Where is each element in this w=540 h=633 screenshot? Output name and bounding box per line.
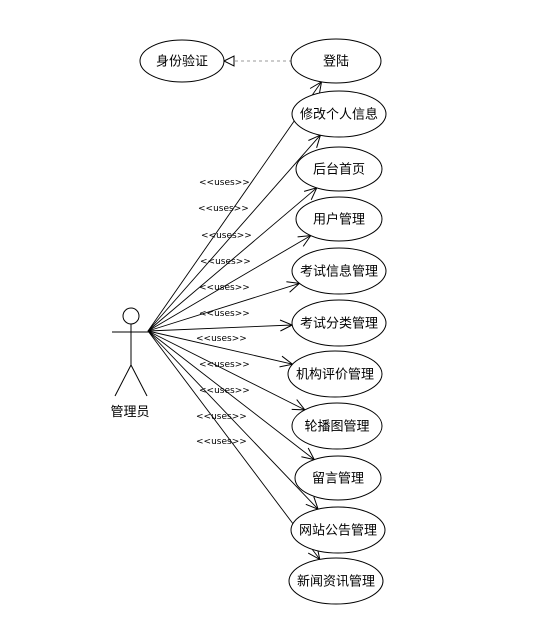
use-case-news: 新闻资讯管理 <box>288 557 384 605</box>
uses-label: <<uses>> <box>196 334 247 344</box>
dependency-arrow-head <box>222 55 235 67</box>
use-case-profile: 修改个人信息 <box>291 90 387 138</box>
use-case-identity-verification: 身份验证 <box>139 39 225 83</box>
association-line <box>147 282 300 332</box>
use-case-label: 用户管理 <box>313 212 365 228</box>
uses-label: <<uses>> <box>199 360 250 370</box>
use-case-label: 留言管理 <box>312 472 364 487</box>
use-case-exam-info: 考试信息管理 <box>291 247 387 295</box>
actor-head <box>122 307 140 325</box>
actor-left-leg <box>114 364 132 397</box>
uses-label: <<uses>> <box>198 204 249 214</box>
use-case-announcements: 网站公告管理 <box>290 506 386 554</box>
use-case-ellipse <box>291 299 387 347</box>
association-line <box>147 330 293 365</box>
use-case-label: 身份验证 <box>156 54 208 70</box>
use-case-carousel: 轮播图管理 <box>291 402 383 450</box>
association-line <box>147 134 321 332</box>
uses-label: <<uses>> <box>199 386 250 396</box>
use-case-ellipse <box>291 247 387 295</box>
use-case-ellipse <box>288 557 384 605</box>
actor-name: 管理员 <box>110 405 149 420</box>
uses-label: <<uses>> <box>199 309 250 319</box>
use-case-ellipse <box>291 402 383 450</box>
use-case-label: 新闻资讯管理 <box>297 574 375 590</box>
use-case-label: 机构评价管理 <box>296 368 374 383</box>
use-case-ellipse <box>294 455 382 501</box>
uses-label: <<uses>> <box>199 283 250 293</box>
use-case-exam-category: 考试分类管理 <box>291 299 387 347</box>
use-case-label: 登陆 <box>323 54 349 70</box>
actor-right-leg <box>130 364 148 397</box>
association-line <box>147 330 319 510</box>
association-line <box>147 330 315 460</box>
use-case-ellipse <box>139 39 225 83</box>
uses-label: <<uses>> <box>199 178 250 188</box>
use-case-org-review: 机构评价管理 <box>287 350 383 398</box>
use-case-label: 网站公告管理 <box>299 524 377 539</box>
association-line <box>147 330 321 560</box>
use-case-users: 用户管理 <box>295 196 383 242</box>
use-case-messages: 留言管理 <box>294 455 382 501</box>
association-line <box>147 330 306 411</box>
use-case-label: 修改个人信息 <box>300 107 378 123</box>
use-case-ellipse <box>295 196 383 242</box>
uses-label: <<uses>> <box>196 437 247 447</box>
association-line <box>147 81 322 332</box>
use-case-label: 后台首页 <box>313 163 365 178</box>
uses-label: <<uses>> <box>200 257 251 267</box>
uses-label: <<uses>> <box>196 412 247 422</box>
actor-admin: 管理员 <box>110 307 150 420</box>
association-line <box>147 235 311 332</box>
use-case-label: 考试分类管理 <box>300 317 378 332</box>
association-line <box>147 187 318 332</box>
use-cases: 登陆修改个人信息后台首页用户管理考试信息管理考试分类管理机构评价管理轮播图管理留… <box>287 38 387 605</box>
use-case-ellipse <box>290 38 382 84</box>
use-case-login: 登陆 <box>290 38 382 84</box>
uses-label: <<uses>> <box>201 231 252 241</box>
use-case-ellipse <box>290 506 386 554</box>
association-line <box>147 324 293 332</box>
relation-labels: <<uses>> <<uses>> <<uses>> <<uses>> <<uses>>… <box>196 178 252 447</box>
use-case-home: 后台首页 <box>295 146 383 192</box>
use-case-ellipse <box>295 146 383 192</box>
use-case-ellipse <box>291 90 387 138</box>
use-case-ellipse <box>287 350 383 398</box>
use-case-label: 轮播图管理 <box>304 420 369 435</box>
use-case-label: 考试信息管理 <box>300 264 378 280</box>
